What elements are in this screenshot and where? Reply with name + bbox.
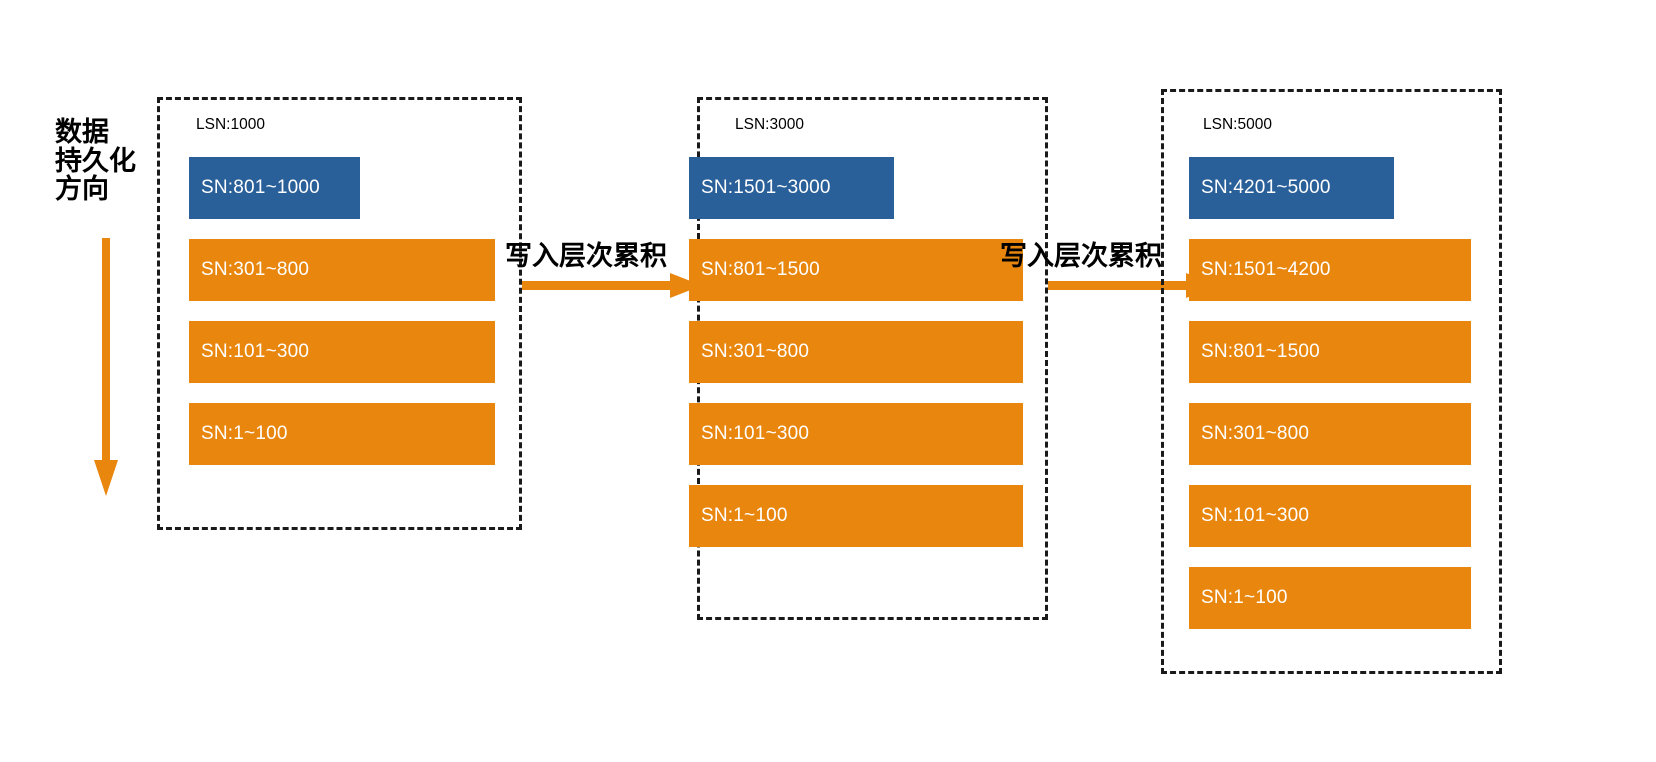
panel-1-bar-memtable: SN:801~1000 bbox=[189, 157, 360, 219]
panel-2-bar-level-4: SN:1~100 bbox=[689, 485, 1023, 547]
panel-3-bar-level-2: SN:801~1500 bbox=[1189, 321, 1471, 383]
panel-2-bar-level-1: SN:801~1500 bbox=[689, 239, 1023, 301]
panel-2-bar-memtable: SN:1501~3000 bbox=[689, 157, 894, 219]
flow-label-2: 写入层次累积 bbox=[1000, 241, 1162, 271]
panel-3-bar-level-3: SN:301~800 bbox=[1189, 403, 1471, 465]
panel-1-bar-level-3: SN:1~100 bbox=[189, 403, 495, 465]
panel-3-bar-level-1: SN:1501~4200 bbox=[1189, 239, 1471, 301]
persistence-direction-label: 数据 持久化 方向 bbox=[55, 117, 136, 205]
panel-1-bar-level-2: SN:101~300 bbox=[189, 321, 495, 383]
panel-2-bar-level-3: SN:101~300 bbox=[689, 403, 1023, 465]
panel-3-lsn-label: LSN:5000 bbox=[1203, 116, 1272, 133]
lsm-panel-1 bbox=[157, 97, 522, 530]
panel-3-bar-level-5: SN:1~100 bbox=[1189, 567, 1471, 629]
flow-label-1: 写入层次累积 bbox=[505, 241, 667, 271]
panel-2-lsn-label: LSN:3000 bbox=[735, 116, 804, 133]
panel-3-bar-memtable: SN:4201~5000 bbox=[1189, 157, 1394, 219]
panel-2-bar-level-2: SN:301~800 bbox=[689, 321, 1023, 383]
panel-1-bar-level-1: SN:301~800 bbox=[189, 239, 495, 301]
panel-1-lsn-label: LSN:1000 bbox=[196, 116, 265, 133]
down-arrow-icon bbox=[94, 238, 118, 496]
lsm-panel-3 bbox=[1161, 89, 1502, 674]
panel-3-bar-level-4: SN:101~300 bbox=[1189, 485, 1471, 547]
right-arrow-icon-1 bbox=[522, 273, 702, 298]
